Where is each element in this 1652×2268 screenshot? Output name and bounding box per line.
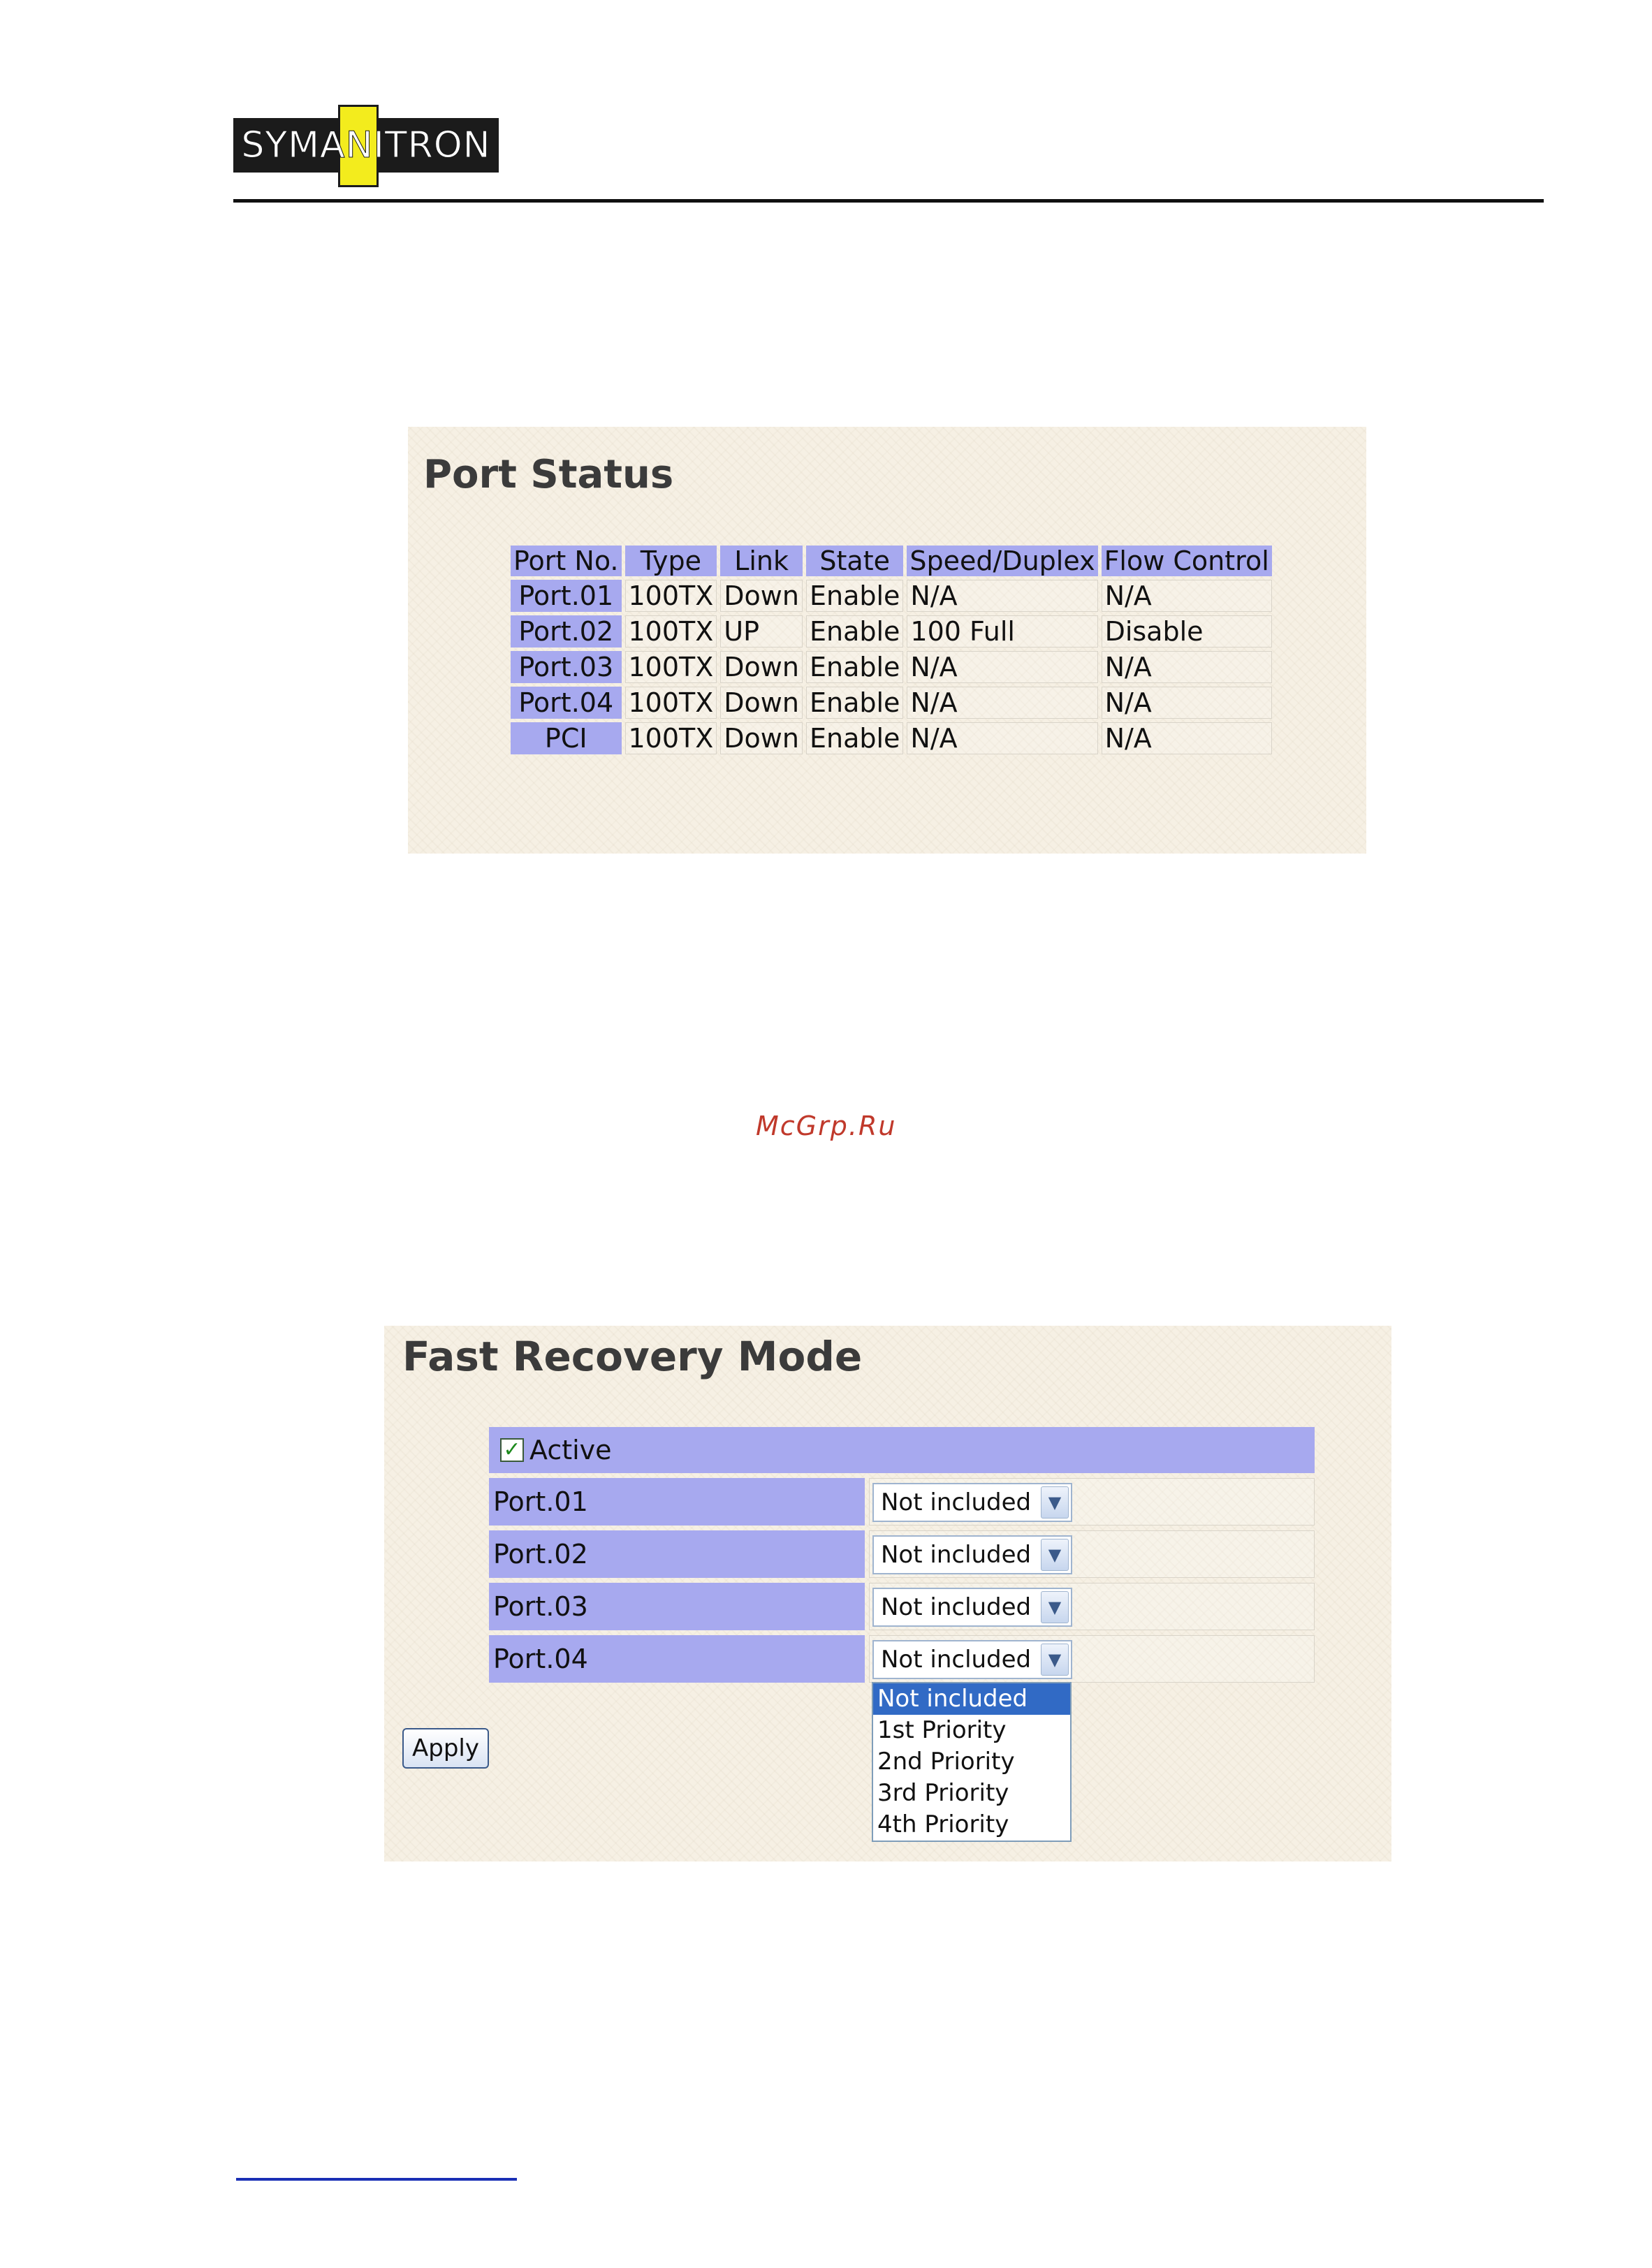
flow-control-cell: N/A — [1101, 580, 1272, 612]
port-row: Port.02 Not included ▼ — [489, 1530, 1315, 1578]
flow-control-cell: Disable — [1101, 615, 1272, 648]
footer-rule — [236, 2178, 517, 2181]
table-row: Port.03 100TX Down Enable N/A N/A — [511, 651, 1272, 683]
type-cell: 100TX — [624, 651, 717, 683]
type-cell: 100TX — [624, 615, 717, 648]
priority-dropdown-list: Not included 1st Priority 2nd Priority 3… — [872, 1682, 1072, 1842]
port-label: Port.02 — [489, 1530, 865, 1578]
state-cell: Enable — [805, 722, 904, 754]
port-status-title: Port Status — [423, 452, 674, 497]
port-select-cell: Not included ▼ — [869, 1635, 1315, 1683]
link-cell: UP — [720, 615, 803, 648]
speed-duplex-cell: N/A — [907, 687, 1098, 719]
select-value: Not included — [881, 1488, 1032, 1516]
column-header-flow-control: Flow Control — [1101, 546, 1272, 576]
port-status-panel: Port Status Port No. Type Link State Spe… — [408, 427, 1366, 854]
port-select-cell: Not included ▼ — [869, 1583, 1315, 1630]
select-value: Not included — [881, 1646, 1032, 1674]
type-cell: 100TX — [624, 722, 717, 754]
fast-recovery-panel: Fast Recovery Mode ✓ Active Port.01 Not … — [384, 1326, 1391, 1861]
speed-duplex-cell: N/A — [907, 722, 1098, 754]
apply-button[interactable]: Apply — [402, 1728, 489, 1769]
port-02-priority-select[interactable]: Not included ▼ — [872, 1535, 1072, 1574]
link-cell: Down — [720, 651, 803, 683]
dropdown-option-4th-priority[interactable]: 4th Priority — [877, 1810, 1009, 1838]
port-no-cell: Port.02 — [511, 615, 622, 648]
port-label: Port.04 — [489, 1635, 865, 1683]
chevron-down-icon[interactable]: ▼ — [1041, 1486, 1069, 1519]
watermark-text: McGrp.Ru — [756, 1111, 897, 1141]
active-checkbox[interactable]: ✓ — [500, 1438, 524, 1462]
port-select-cell: Not included ▼ — [869, 1478, 1315, 1526]
column-header-type: Type — [624, 546, 717, 576]
dropdown-option-1st-priority[interactable]: 1st Priority — [877, 1716, 1007, 1744]
table-row: PCI 100TX Down Enable N/A N/A — [511, 722, 1272, 754]
speed-duplex-cell: N/A — [907, 651, 1098, 683]
chevron-down-icon[interactable]: ▼ — [1041, 1539, 1069, 1571]
dropdown-option-2nd-priority[interactable]: 2nd Priority — [877, 1748, 1015, 1776]
logo-accent-bar — [338, 105, 379, 187]
port-status-table: Port No. Type Link State Speed/Duplex Fl… — [507, 542, 1275, 758]
port-no-cell: PCI — [511, 722, 622, 754]
link-cell: Down — [720, 722, 803, 754]
port-03-priority-select[interactable]: Not included ▼ — [872, 1588, 1072, 1627]
fast-recovery-title: Fast Recovery Mode — [402, 1333, 863, 1380]
state-cell: Enable — [805, 615, 904, 648]
column-header-port-no: Port No. — [511, 546, 622, 576]
select-value: Not included — [881, 1593, 1032, 1621]
column-header-state: State — [805, 546, 904, 576]
checkmark-icon: ✓ — [503, 1437, 521, 1462]
port-no-cell: Port.01 — [511, 580, 622, 612]
state-cell: Enable — [805, 651, 904, 683]
port-row: Port.03 Not included ▼ — [489, 1583, 1315, 1630]
link-cell: Down — [720, 580, 803, 612]
port-select-cell: Not included ▼ — [869, 1530, 1315, 1578]
port-row: Port.04 Not included ▼ — [489, 1635, 1315, 1683]
type-cell: 100TX — [624, 687, 717, 719]
select-value: Not included — [881, 1541, 1032, 1569]
column-header-speed-duplex: Speed/Duplex — [907, 546, 1098, 576]
port-no-cell: Port.03 — [511, 651, 622, 683]
active-row: ✓ Active — [489, 1427, 1315, 1473]
active-label: Active — [529, 1435, 612, 1465]
state-cell: Enable — [805, 687, 904, 719]
port-04-priority-select[interactable]: Not included ▼ — [872, 1640, 1072, 1679]
table-row: Port.01 100TX Down Enable N/A N/A — [511, 580, 1272, 612]
link-cell: Down — [720, 687, 803, 719]
type-cell: 100TX — [624, 580, 717, 612]
header-rule — [233, 199, 1544, 203]
port-label: Port.03 — [489, 1583, 865, 1630]
state-cell: Enable — [805, 580, 904, 612]
port-01-priority-select[interactable]: Not included ▼ — [872, 1483, 1072, 1522]
port-label: Port.01 — [489, 1478, 865, 1526]
dropdown-option-3rd-priority[interactable]: 3rd Priority — [877, 1779, 1009, 1807]
table-row: Port.02 100TX UP Enable 100 Full Disable — [511, 615, 1272, 648]
port-no-cell: Port.04 — [511, 687, 622, 719]
logo-text: SYMANITRON — [241, 124, 491, 167]
table-row: Port.04 100TX Down Enable N/A N/A — [511, 687, 1272, 719]
speed-duplex-cell: N/A — [907, 580, 1098, 612]
dropdown-option-not-included[interactable]: Not included — [873, 1683, 1070, 1715]
column-header-link: Link — [720, 546, 803, 576]
table-header-row: Port No. Type Link State Speed/Duplex Fl… — [511, 546, 1272, 576]
flow-control-cell: N/A — [1101, 687, 1272, 719]
flow-control-cell: N/A — [1101, 651, 1272, 683]
flow-control-cell: N/A — [1101, 722, 1272, 754]
speed-duplex-cell: 100 Full — [907, 615, 1098, 648]
chevron-down-icon[interactable]: ▼ — [1041, 1591, 1069, 1623]
chevron-down-icon[interactable]: ▼ — [1041, 1644, 1069, 1676]
port-row: Port.01 Not included ▼ — [489, 1478, 1315, 1526]
